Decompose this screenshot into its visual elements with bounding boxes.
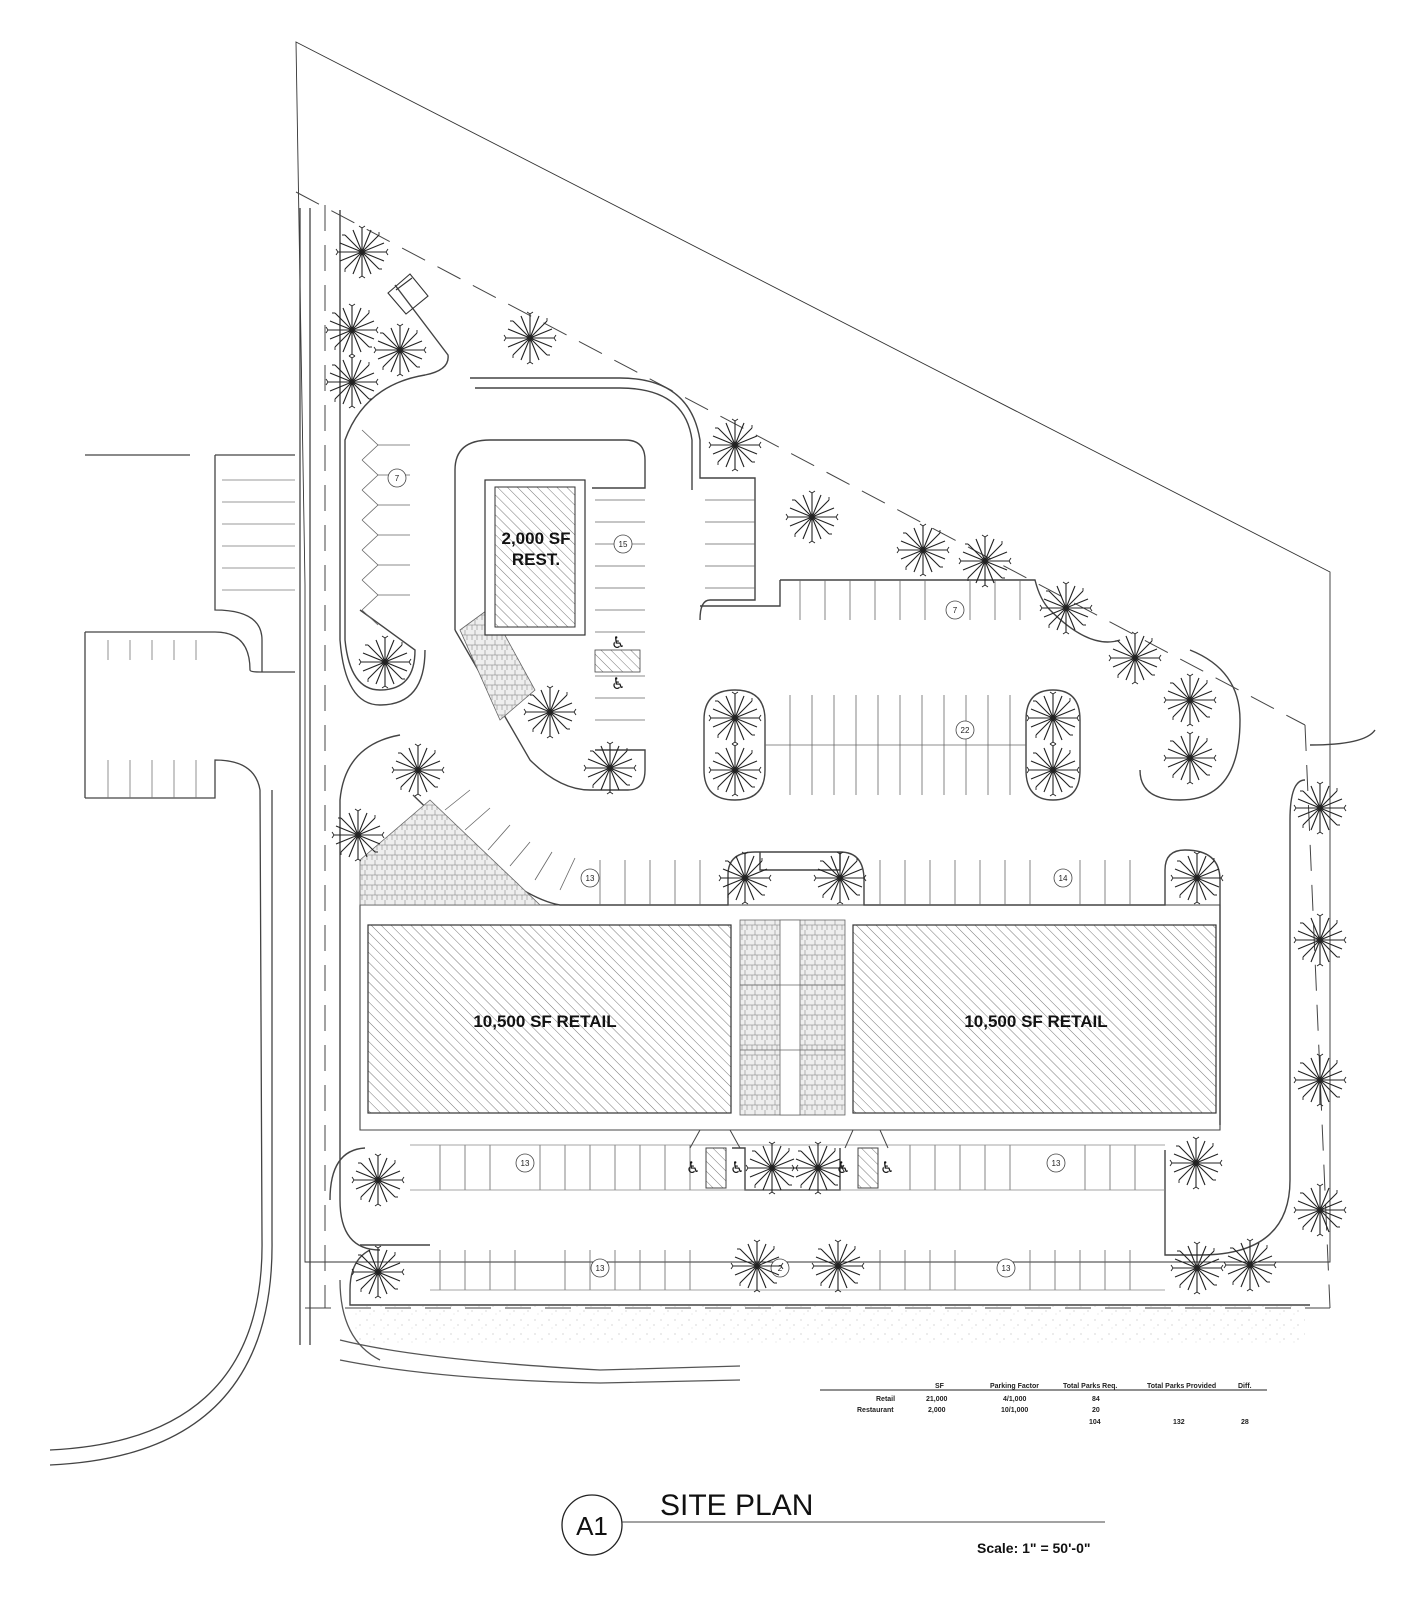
table-header-diff: Diff.	[1238, 1383, 1252, 1390]
svg-text:♿: ♿	[611, 633, 625, 652]
table-cell-sf: 2,000	[928, 1407, 946, 1414]
table-cell-provided-total: 132	[1173, 1419, 1185, 1426]
parking-count-7-north: 7	[945, 600, 965, 620]
parking-count-7-west: 7	[387, 468, 407, 488]
entry-canopies	[689, 1129, 889, 1189]
svg-text:13: 13	[586, 874, 595, 883]
dumpster-enclosure	[387, 273, 429, 315]
table-cell-diff-total: 28	[1241, 1419, 1249, 1426]
parking-count-14: 14	[1053, 868, 1073, 888]
parking-count-2: 2	[770, 1258, 790, 1278]
parking-count-13-bottom-west: 13	[590, 1258, 610, 1278]
parking-summary-table: SF Parking Factor Total Parks Req. Total…	[820, 1383, 1267, 1426]
restaurant-label-line2: REST.	[512, 550, 560, 569]
paver-areas	[355, 607, 1305, 1345]
parking-count-13-curve: 13	[580, 868, 600, 888]
building-restaurant	[484, 479, 641, 673]
svg-text:13: 13	[596, 1264, 605, 1273]
parking-count-22: 22	[955, 720, 975, 740]
svg-text:♿: ♿	[836, 1158, 850, 1177]
table-cell-factor: 4/1,000	[1003, 1396, 1026, 1403]
svg-text:♿: ♿	[880, 1158, 894, 1177]
curb-lines	[329, 210, 1376, 1306]
svg-text:13: 13	[1052, 1159, 1061, 1168]
svg-text:14: 14	[1059, 874, 1068, 883]
scale-note: Scale: 1" = 50'-0"	[977, 1540, 1091, 1556]
parking-count-13-bottom-east: 13	[996, 1258, 1016, 1278]
svg-text:♿: ♿	[611, 674, 625, 693]
retail-east-label: 10,500 SF RETAIL	[964, 1012, 1107, 1031]
building-retail-west	[367, 924, 732, 1114]
accessible-parking-icon: ♿ ♿ ♿ ♿ ♿ ♿	[611, 633, 894, 1177]
table-header-sf: SF	[935, 1383, 945, 1390]
table-cell-req-total: 104	[1089, 1419, 1101, 1426]
parking-count-13-sw: 13	[515, 1153, 535, 1173]
table-row-label: Retail	[876, 1396, 895, 1403]
table-cell-factor: 10/1,000	[1001, 1407, 1028, 1414]
parking-count-15: 15	[613, 534, 633, 554]
restaurant-label-line1: 2,000 SF	[502, 529, 571, 548]
sheet-number: A1	[576, 1511, 608, 1541]
table-row-label: Restaurant	[857, 1407, 894, 1414]
road-stalls	[107, 479, 295, 798]
retail-west-label: 10,500 SF RETAIL	[473, 1012, 616, 1031]
access-road	[49, 208, 741, 1466]
svg-text:22: 22	[961, 726, 970, 735]
parking-count-13-se: 13	[1046, 1153, 1066, 1173]
setback-line	[295, 191, 1331, 1309]
building-retail-east	[852, 924, 1217, 1114]
table-header-req: Total Parks Req.	[1063, 1383, 1117, 1390]
table-header-factor: Parking Factor	[990, 1383, 1039, 1390]
svg-text:13: 13	[521, 1159, 530, 1168]
property-line	[295, 41, 1331, 1263]
tree-icon	[325, 225, 1347, 1299]
svg-text:2: 2	[778, 1264, 783, 1273]
table-cell-req: 84	[1092, 1396, 1100, 1403]
page-title: SITE PLAN	[660, 1489, 813, 1522]
svg-text:15: 15	[619, 540, 628, 549]
svg-text:7: 7	[953, 606, 958, 615]
table-cell-sf: 21,000	[926, 1396, 948, 1403]
svg-text:♿: ♿	[730, 1158, 744, 1177]
table-cell-req: 20	[1092, 1407, 1100, 1414]
title-block: A1 SITE PLAN Scale: 1" = 50'-0"	[561, 1489, 1105, 1556]
table-header-provided: Total Parks Provided	[1147, 1383, 1216, 1390]
svg-text:7: 7	[395, 474, 400, 483]
svg-text:13: 13	[1002, 1264, 1011, 1273]
parking-stalls	[361, 429, 1165, 1291]
svg-text:♿: ♿	[686, 1158, 700, 1177]
